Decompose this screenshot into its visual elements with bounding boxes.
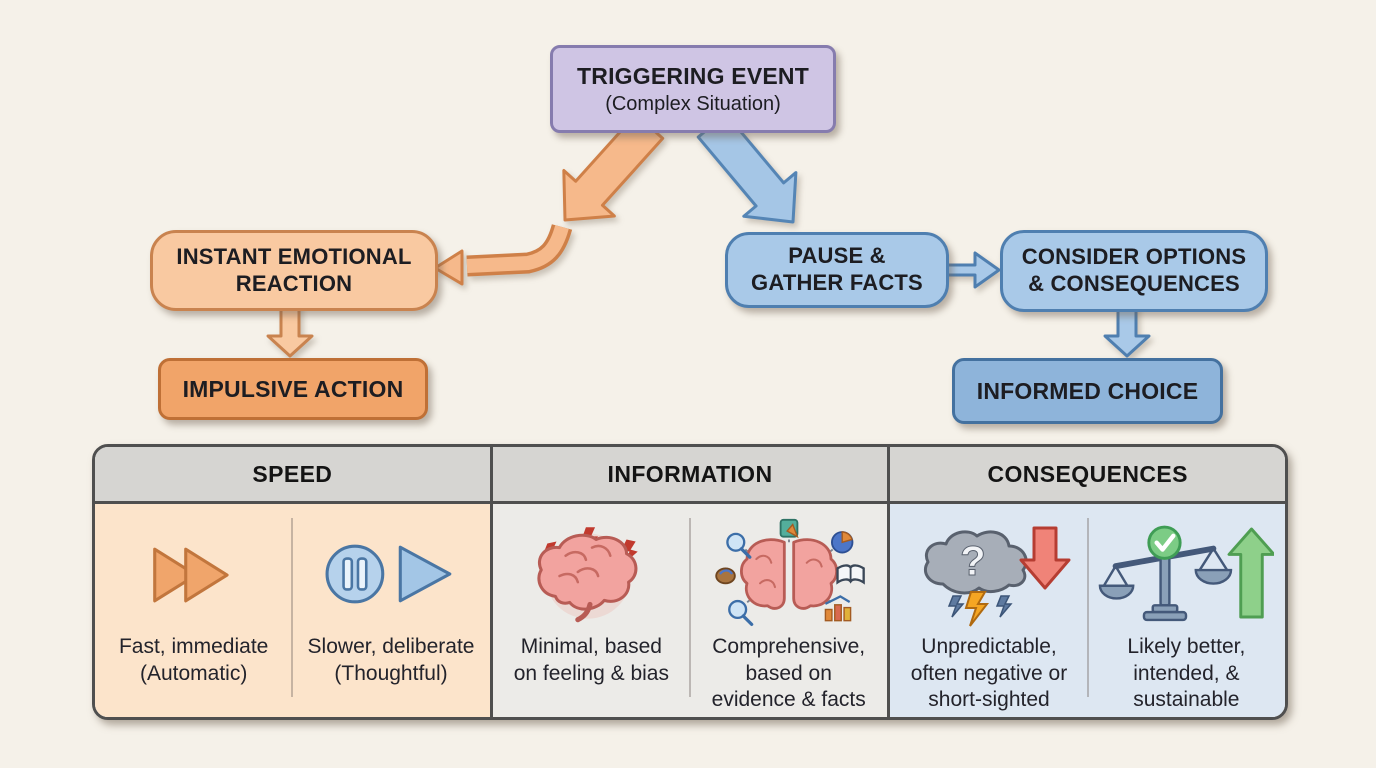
check-circle-icon: [1147, 525, 1182, 560]
informed-choice-label: INFORMED CHOICE: [976, 377, 1199, 404]
comparison-table-body: Fast, immediate (Automatic) Slower, deli…: [95, 504, 1285, 717]
triggering-event-subtitle: (Complex Situation): [605, 92, 781, 115]
note-icon: [779, 518, 799, 539]
node-pause-gather-facts: PAUSE & GATHER FACTS: [725, 232, 949, 308]
arrow-curved-into-reaction: [433, 223, 573, 286]
triggering-event-title: TRIGGERING EVENT: [577, 63, 809, 90]
column-consequences: ? Unpredictable, often negative or short…: [887, 504, 1285, 717]
node-informed-choice: INFORMED CHOICE: [952, 358, 1223, 424]
impulsive-action-label: IMPULSIVE ACTION: [182, 375, 404, 402]
fast-forward-icon: [152, 547, 229, 603]
cell-speed-impulsive: Fast, immediate (Automatic): [95, 504, 292, 717]
cell-information-impulsive: Minimal, based on feeling & bias: [493, 504, 690, 717]
column-information: Minimal, based on feeling & bias: [489, 504, 888, 717]
magnifier-icon: [725, 532, 752, 559]
column-divider: [1086, 518, 1089, 697]
analytical-brain-icon: [714, 518, 865, 627]
storm-cloud-down-arrow-icon: ?: [923, 526, 1071, 627]
consequences-deliberate-caption: Likely better, intended, & sustainable: [1127, 635, 1246, 712]
pause-play-icon: [325, 544, 452, 604]
column-divider: [291, 518, 294, 697]
comparison-table-header-row: SPEED INFORMATION CONSEQUENCES: [95, 447, 1285, 504]
up-arrow-green: [1227, 527, 1275, 619]
pie-chart-icon: [830, 531, 854, 554]
node-consider-options-consequences: CONSIDER OPTIONS & CONSEQUENCES: [1000, 230, 1268, 312]
magnifier-icon: [727, 599, 753, 627]
comparison-table: SPEED INFORMATION CONSEQUENCES Fast, imm…: [92, 444, 1288, 720]
down-arrow-red: [1019, 526, 1071, 590]
balance-scale-up-arrow-icon: [1099, 525, 1275, 622]
arrow-trigger-to-reaction: [562, 112, 665, 222]
column-header-information: INFORMATION: [489, 447, 888, 501]
column-header-consequences: CONSEQUENCES: [887, 447, 1285, 501]
node-impulsive-action: IMPULSIVE ACTION: [158, 358, 428, 420]
instant-emotional-reaction-label: INSTANT EMOTIONAL REACTION: [176, 243, 412, 296]
information-deliberate-caption: Comprehensive, based on evidence & facts: [711, 635, 866, 712]
speed-deliberate-caption: Slower, deliberate (Thoughtful): [307, 635, 475, 685]
growth-chart-icon: [824, 595, 851, 622]
stressed-brain-icon: [537, 527, 639, 623]
consider-options-label: CONSIDER OPTIONS & CONSEQUENCES: [1021, 244, 1247, 296]
data-blob-icon: [714, 567, 736, 585]
cell-information-deliberate: Comprehensive, based on evidence & facts: [690, 504, 887, 717]
cell-consequences-deliberate: Likely better, intended, & sustainable: [1088, 504, 1285, 717]
consequences-impulsive-caption: Unpredictable, often negative or short-s…: [910, 635, 1068, 712]
svg-text:?: ?: [960, 537, 986, 584]
open-book-icon: [836, 564, 865, 585]
speed-impulsive-caption: Fast, immediate (Automatic): [118, 635, 269, 685]
node-instant-emotional-reaction: INSTANT EMOTIONAL REACTION: [150, 230, 438, 311]
column-header-speed: SPEED: [252, 460, 333, 487]
cell-speed-deliberate: Slower, deliberate (Thoughtful): [292, 504, 489, 717]
node-triggering-event: TRIGGERING EVENT (Complex Situation): [550, 45, 836, 133]
cell-consequences-impulsive: ? Unpredictable, often negative or short…: [890, 504, 1087, 717]
column-divider: [689, 518, 691, 697]
information-impulsive-caption: Minimal, based on feeling & bias: [513, 635, 669, 685]
column-speed: Fast, immediate (Automatic) Slower, deli…: [95, 504, 490, 717]
pause-gather-facts-label: PAUSE & GATHER FACTS: [751, 243, 923, 295]
